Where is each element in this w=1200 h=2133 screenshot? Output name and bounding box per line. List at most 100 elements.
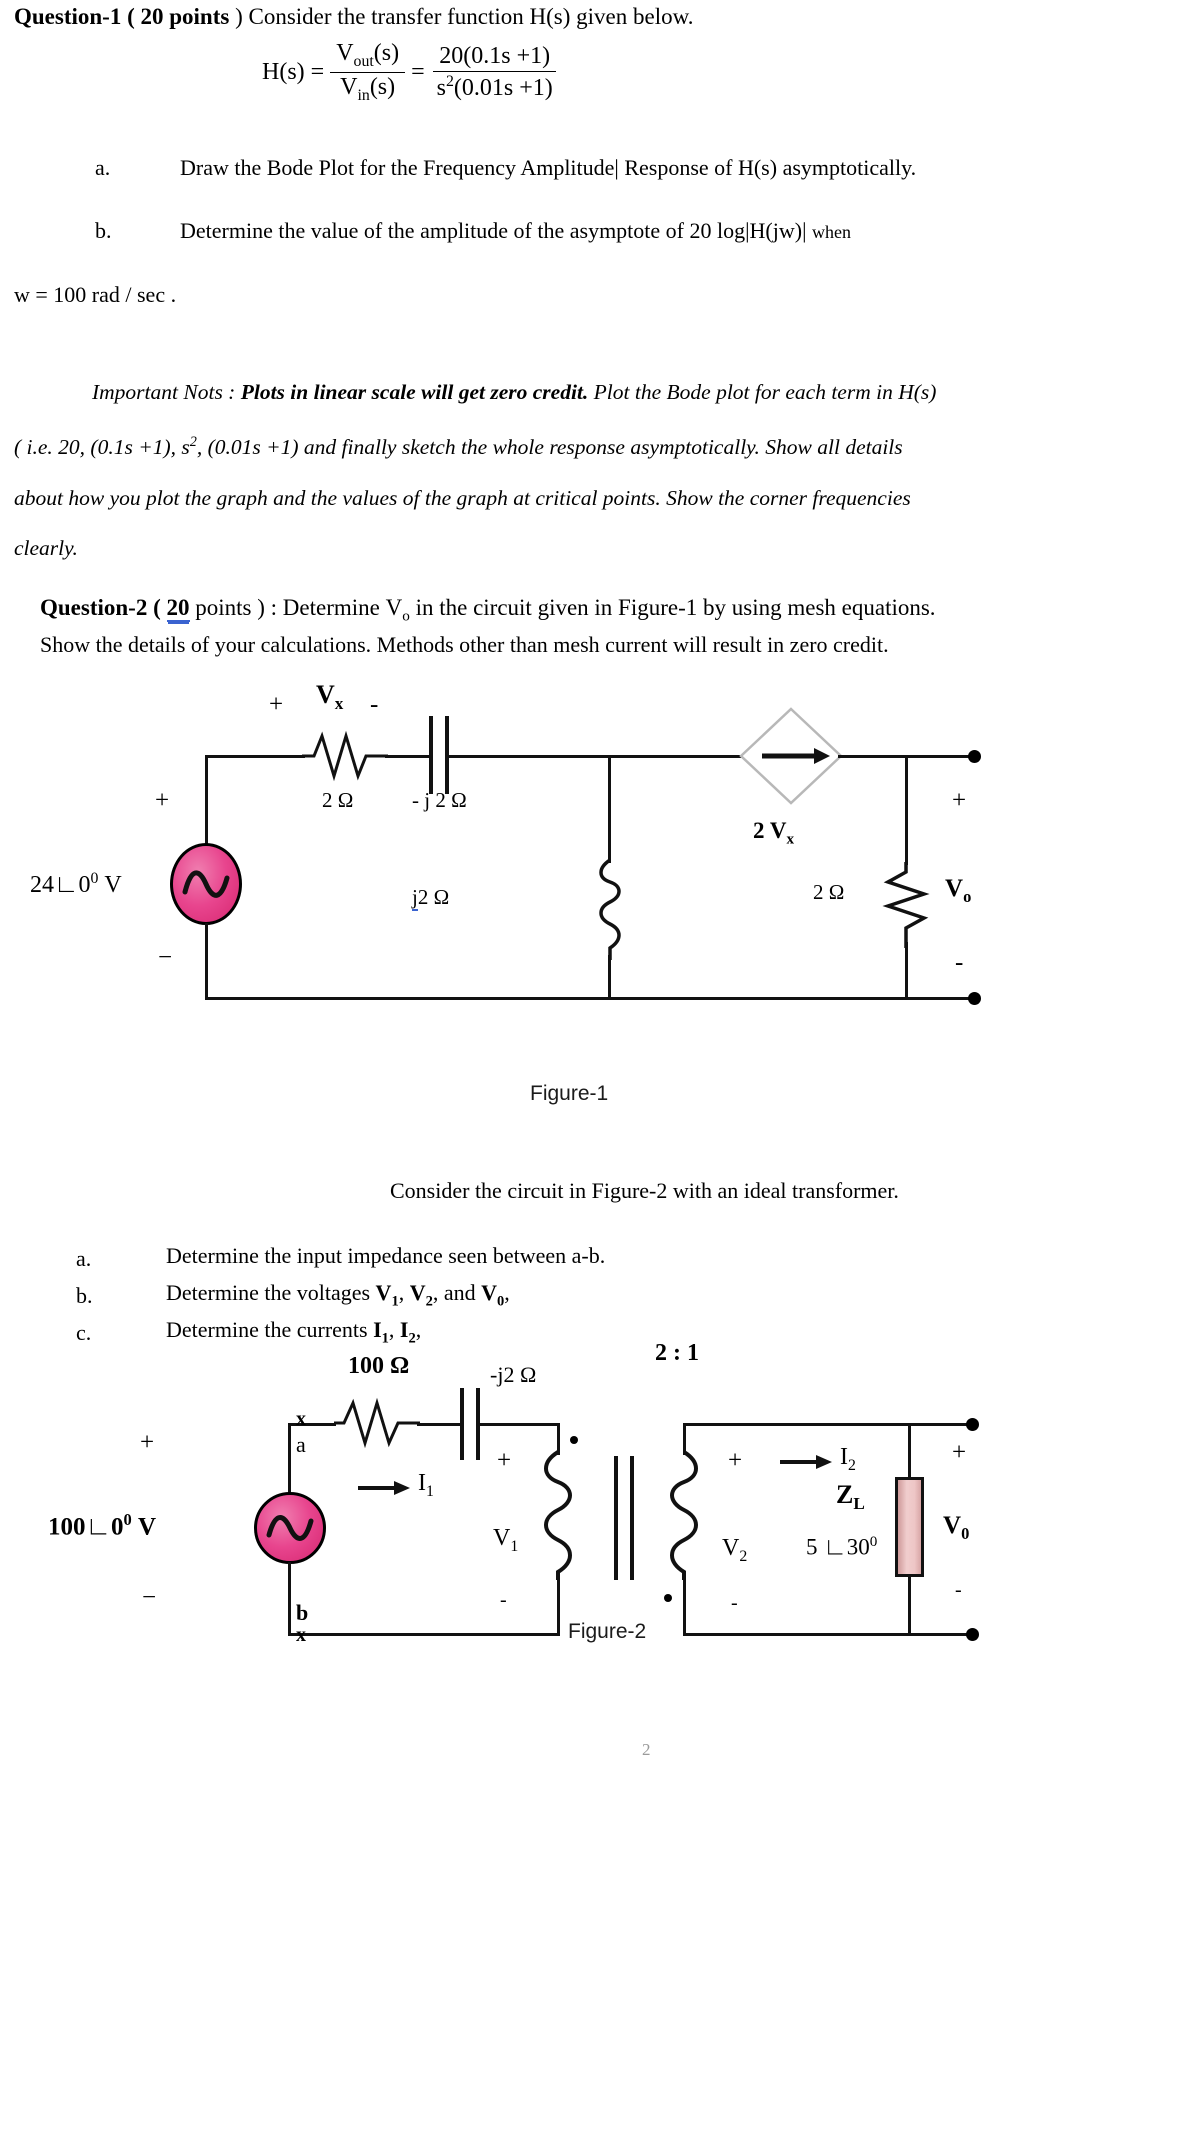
fig2-zl-angle: 30 bbox=[846, 1534, 870, 1560]
fig2-wire-load-lower bbox=[908, 1575, 911, 1635]
important-note-bold: Plots in linear scale will get zero cred… bbox=[240, 380, 589, 404]
fig2-vo-minus: - bbox=[955, 1579, 962, 1601]
q3-item-c-prefix: Determine the currents bbox=[166, 1317, 368, 1342]
fig2-output-terminal-bottom bbox=[966, 1628, 979, 1641]
q3-i2-subscript: 2 bbox=[408, 1330, 416, 1347]
transfer-function-equation: H(s) = Vout(s) Vin(s) = 20(0.1s +1) s2(0… bbox=[262, 40, 565, 105]
fig2-turns-ratio: 2 : 1 bbox=[655, 1340, 699, 1366]
fig1-vo-plus: + bbox=[952, 787, 967, 814]
fig2-primary-polarity-dot bbox=[570, 1436, 578, 1444]
fig2-source-plus: + bbox=[140, 1429, 155, 1456]
q1-item-b-marker: b. bbox=[95, 218, 112, 243]
q3-v1-subscript: 1 bbox=[391, 1293, 399, 1310]
figure-2: 2 : 1 100 Ω -j2 Ω bbox=[0, 1340, 1200, 1760]
q3-item-a-text: Determine the input impedance seen betwe… bbox=[166, 1243, 606, 1268]
fig1-capacitor-plate-left bbox=[429, 716, 433, 794]
fig1-vo-minus: - bbox=[955, 949, 964, 976]
important-note-line1-rest: Plot the Bode plot for each term in H(s) bbox=[593, 380, 937, 404]
equation-lhs: H(s) = bbox=[262, 58, 325, 85]
fig1-vo-symbol: V bbox=[945, 875, 964, 902]
fig1-ac-voltage-source bbox=[170, 843, 242, 925]
vin-symbol: V bbox=[340, 73, 358, 100]
q3-item-b-marker: b. bbox=[76, 1283, 93, 1308]
equation-equals: = bbox=[411, 58, 425, 85]
q3-sep-4: , bbox=[388, 1317, 395, 1342]
fig2-v2-minus: - bbox=[731, 1592, 738, 1614]
fig2-v1-subscript: 1 bbox=[510, 1537, 519, 1555]
fig1-vo-label: Vo bbox=[945, 875, 971, 907]
fig2-terminal-b-label: b bbox=[296, 1600, 309, 1625]
fig2-resistor-100ohm bbox=[334, 1397, 420, 1449]
fig1-wire-depsrc-to-out bbox=[838, 755, 978, 758]
q3-v2-symbol: V bbox=[409, 1280, 426, 1305]
question2-line2: Show the details of your calculations. M… bbox=[40, 632, 889, 657]
important-note-line2-exponent: 2 bbox=[189, 434, 197, 450]
fig2-i2-subscript: 2 bbox=[848, 1456, 856, 1474]
q3-item-a-marker: a. bbox=[76, 1246, 92, 1271]
fig1-wire-load-lower bbox=[905, 942, 908, 999]
question2-vo-subscript: o bbox=[402, 607, 410, 625]
fig2-terminal-a-mark: x bbox=[296, 1408, 306, 1430]
fig2-zl-value: 5 ∟300 bbox=[806, 1533, 878, 1561]
vin-arg: (s) bbox=[369, 73, 396, 100]
figure-1: + Vx - 2 Ω - j 2 Ω j2 Ω 2 Vx 2 Ω Vo + - … bbox=[0, 670, 1200, 1105]
important-note-line2-rest: , (0.01s +1) and finally sketch the whol… bbox=[196, 435, 903, 460]
q3-item-c-marker: c. bbox=[76, 1320, 92, 1345]
fig1-wire-left-upper bbox=[205, 755, 208, 844]
fig2-i1-label: I1 bbox=[418, 1470, 434, 1501]
fig1-source-unit: V bbox=[104, 872, 122, 898]
fig2-transformer-core-left bbox=[614, 1456, 618, 1580]
fig2-i1-subscript: 1 bbox=[426, 1482, 434, 1500]
fig2-wire-cap-to-coil bbox=[480, 1423, 560, 1426]
fig2-vo-symbol: V bbox=[943, 1512, 962, 1539]
fig1-inductor-j: j bbox=[412, 885, 418, 911]
transformer-intro-text: Consider the circuit in Figure-2 with an… bbox=[390, 1178, 899, 1203]
fig1-vx-label: Vx bbox=[316, 680, 343, 714]
fig2-vo-label: V0 bbox=[943, 1512, 969, 1544]
fig2-i2-arrow-icon bbox=[780, 1455, 832, 1469]
fig2-terminal-b-mark: x bbox=[296, 1624, 306, 1646]
fig1-vx-plus: + bbox=[269, 691, 284, 718]
q3-i1-subscript: 1 bbox=[381, 1330, 389, 1347]
fig2-v1-plus: + bbox=[497, 1447, 512, 1474]
fig2-wire-secondary-top bbox=[683, 1423, 686, 1455]
fig1-source-angle: 0 bbox=[78, 872, 91, 898]
fig1-dependent-current-source bbox=[739, 707, 843, 805]
fig2-v2-subscript: 2 bbox=[739, 1547, 748, 1565]
den-s-symbol: s bbox=[436, 74, 446, 101]
fig2-i1-symbol: I bbox=[418, 1470, 426, 1496]
fig2-source-unit: V bbox=[137, 1513, 157, 1541]
q1-item-b-text-after: when bbox=[811, 222, 851, 242]
q3-sep-2: , and bbox=[432, 1280, 476, 1305]
q1-condition: w = 100 rad / sec . bbox=[14, 282, 177, 307]
fig2-source-angle: 0 bbox=[110, 1513, 124, 1541]
figure-1-caption: Figure-1 bbox=[530, 1082, 609, 1105]
q3-item-b-text: Determine the voltages V1, V2, and V0, bbox=[166, 1280, 510, 1310]
q3-item-c-text: Determine the currents I1, I2, bbox=[166, 1317, 421, 1347]
vout-symbol: V bbox=[336, 40, 354, 66]
fig2-vo-subscript: 0 bbox=[961, 1524, 970, 1543]
fig2-v2-label: V2 bbox=[722, 1535, 747, 1566]
equation-fraction-right: 20(0.1s +1) s2(0.01s +1) bbox=[431, 43, 559, 102]
fig2-source-minus: − bbox=[142, 1584, 157, 1611]
fig2-source-magnitude: 100 bbox=[48, 1513, 86, 1541]
fig2-vo-plus: + bbox=[952, 1439, 967, 1466]
fig2-transformer-primary-coil bbox=[544, 1450, 572, 1580]
equation-numerator-poly: 20(0.1s +1) bbox=[433, 43, 557, 72]
q1-item-b-text-before: Determine the value of the amplitude of … bbox=[180, 218, 685, 243]
question2-heading-mid: points ) : Determine bbox=[195, 595, 380, 620]
q3-v0-subscript: 0 bbox=[497, 1293, 505, 1310]
page-number: 2 bbox=[642, 1740, 651, 1759]
equation-numerator-vout: Vout(s) bbox=[330, 40, 406, 73]
fig1-wire-bottom bbox=[205, 997, 975, 1000]
question1-heading-prefix: Question-1 ( bbox=[14, 4, 135, 29]
fig2-wire-primary-bottom bbox=[557, 1578, 560, 1636]
q3-sep-1: , bbox=[398, 1280, 405, 1305]
question1-heading: Question-1 ( 20 points ) Consider the tr… bbox=[14, 4, 693, 30]
q3-i2-symbol: I bbox=[399, 1317, 409, 1342]
fig1-source-label: 24∟00 V bbox=[30, 870, 122, 898]
fig1-resistor-label: 2 Ω bbox=[322, 788, 354, 812]
fig2-i1-arrow-icon bbox=[358, 1481, 410, 1495]
fig1-wire-left-lower bbox=[205, 923, 208, 1000]
